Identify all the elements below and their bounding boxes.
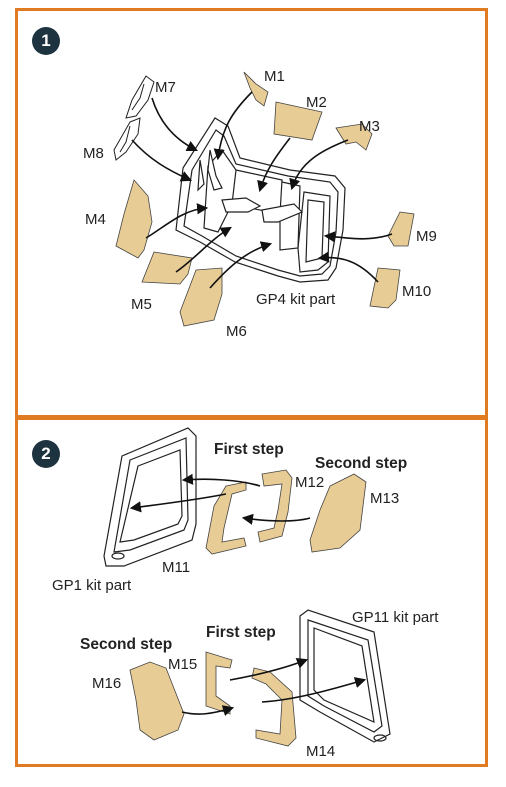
part-m3	[335, 123, 373, 151]
label-m3: M3	[359, 118, 380, 135]
label-m2: M2	[306, 94, 327, 111]
gp4-kit-part-frame	[175, 117, 346, 283]
label-second-step-a: Second step	[315, 455, 407, 472]
label-gp1-kit-part: GP1 kit part	[52, 577, 132, 594]
label-m16: M16	[92, 675, 121, 692]
part-m13	[309, 473, 367, 553]
label-first-step-b: First step	[206, 624, 276, 641]
step-2-badge: 2	[32, 440, 60, 468]
gp1-kit-part-frame	[103, 427, 197, 567]
label-m8: M8	[83, 145, 104, 162]
part-m16	[129, 661, 185, 741]
label-m11: M11	[162, 559, 190, 576]
label-gp4-kit-part: GP4 kit part	[256, 291, 336, 308]
part-m2	[273, 101, 323, 141]
label-m15: M15	[168, 656, 197, 673]
gp11-kit-part-frame	[299, 609, 391, 743]
label-m1: M1	[264, 68, 285, 85]
part-m11	[205, 481, 247, 555]
part-m1	[243, 71, 269, 107]
label-first-step-a: First step	[214, 441, 284, 458]
label-m13: M13	[370, 490, 399, 507]
part-m5	[141, 251, 193, 285]
label-m10: M10	[402, 283, 431, 300]
label-m5: M5	[131, 296, 152, 313]
part-m15	[205, 651, 233, 715]
step-2-panel: 2	[15, 417, 488, 767]
part-m4	[115, 179, 153, 259]
label-m6: M6	[226, 323, 247, 340]
label-m14: M14	[306, 743, 335, 760]
part-m14	[251, 667, 297, 747]
label-m12: M12	[295, 474, 324, 491]
part-m6	[179, 267, 223, 327]
label-m7: M7	[155, 79, 176, 96]
part-m12	[257, 469, 293, 543]
step-1-badge: 1	[32, 27, 60, 55]
label-m9: M9	[416, 228, 437, 245]
part-m9	[387, 211, 415, 247]
label-gp11-kit-part: GP11 kit part	[352, 609, 439, 626]
label-m4: M4	[85, 211, 106, 228]
label-second-step-b: Second step	[80, 636, 172, 653]
part-m10	[369, 267, 401, 309]
